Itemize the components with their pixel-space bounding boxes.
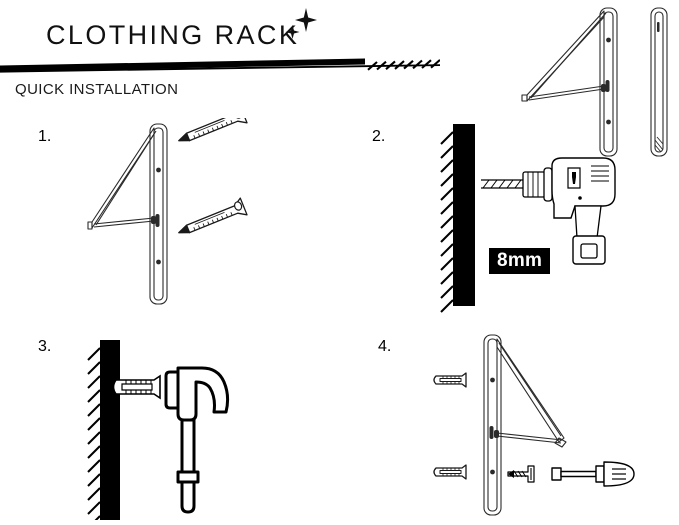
step-1-illustration [78,105,288,323]
step-4-illustration [428,330,676,525]
header-divider [0,58,441,85]
step-4-number: 4. [378,338,392,355]
step-3-number: 3. [38,338,52,355]
sparkle-decoration [276,6,326,57]
drill-size-badge: 8mm [489,248,551,274]
page-subtitle: QUICK INSTALLATION [15,81,179,98]
step-3-illustration [78,336,278,525]
step-1-number: 1. [38,128,52,145]
page-title: CLOTHING RACK [46,20,300,50]
step-2-number: 2. [372,128,386,145]
product-hero-illustration [505,2,679,172]
step-2-illustration [425,118,625,318]
